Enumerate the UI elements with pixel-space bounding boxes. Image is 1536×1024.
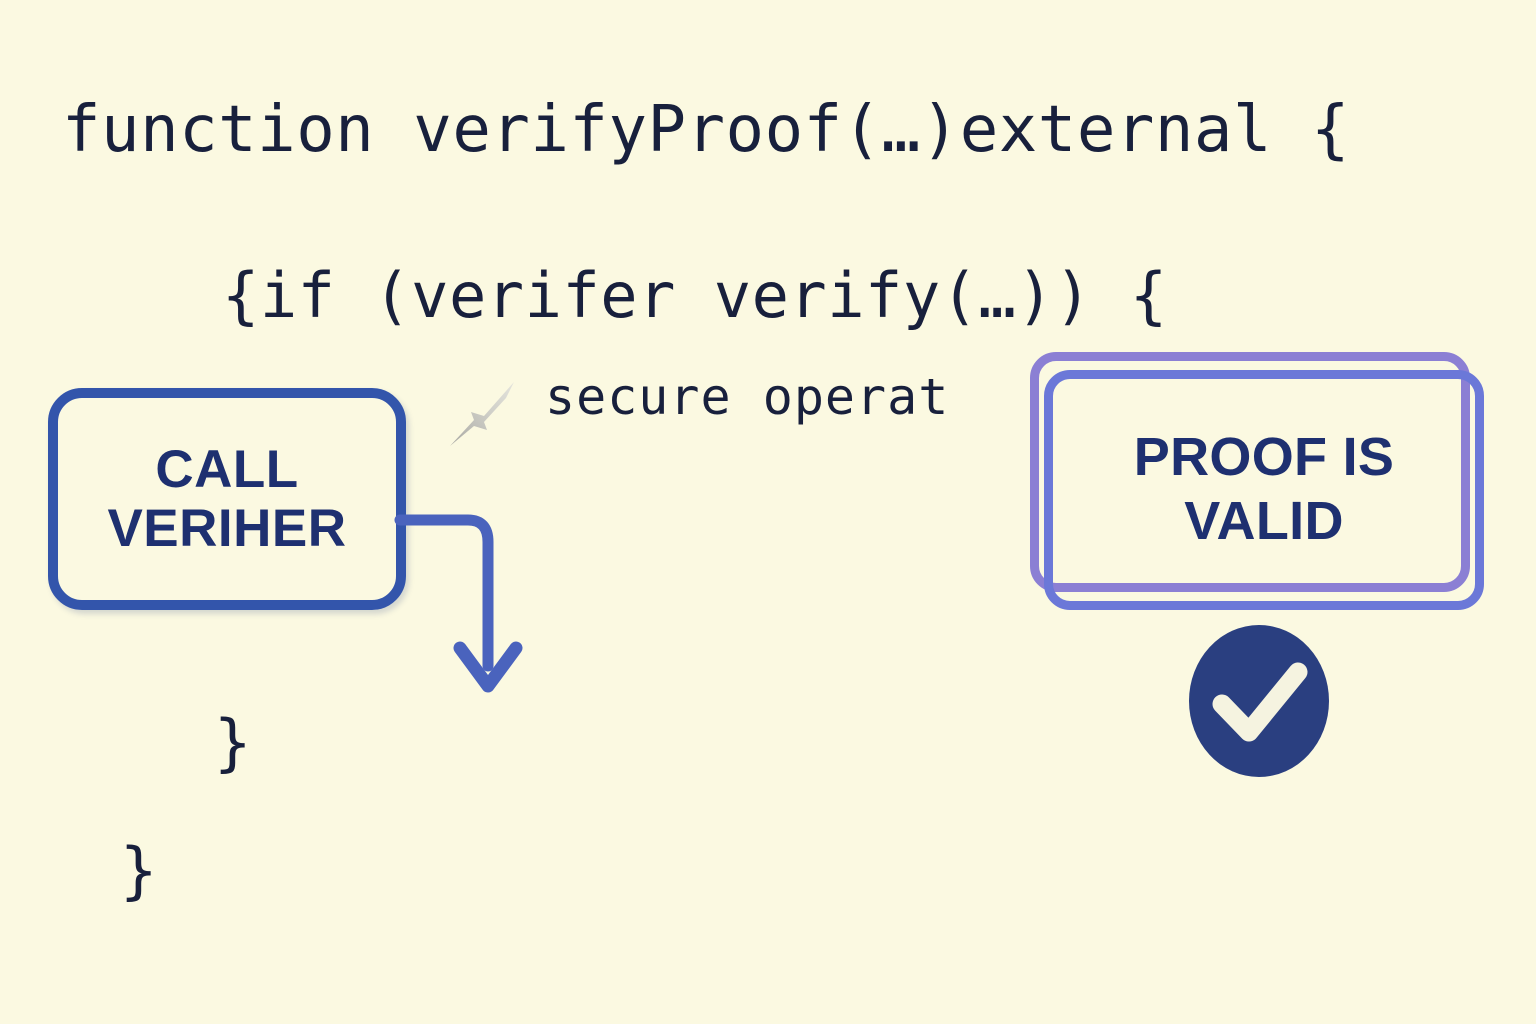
proof-valid-label-line-1: PROOF IS (1133, 427, 1395, 488)
down-arrow-icon (394, 514, 523, 693)
code-line-closing-brace-inner: } (214, 706, 252, 779)
code-line-closing-brace-outer: } (120, 834, 158, 907)
code-line-secure-operation-comment: secure operat (545, 368, 950, 426)
check-circle-icon (1189, 625, 1329, 777)
code-line-function-signature: function verifyProof(…)external { (62, 93, 1351, 167)
proof-is-valid-badge[interactable]: PROOF IS VALID (1018, 352, 1484, 612)
code-line-if-statement: {if (verifer verify(…)) { (222, 259, 1168, 332)
call-verifier-label-line-1: CALL (155, 439, 299, 499)
badge-label-group: PROOF IS VALID (1044, 370, 1484, 610)
proof-valid-label-line-2: VALID (1184, 491, 1344, 551)
slash-icon (450, 382, 514, 446)
call-verifier-label-line-2: VERIHER (107, 499, 347, 558)
call-verifier-box[interactable]: CALL VERIHER (48, 388, 406, 610)
badge-frame-outline-back (1030, 352, 1470, 592)
badge-frame-outline-front (1044, 370, 1484, 610)
